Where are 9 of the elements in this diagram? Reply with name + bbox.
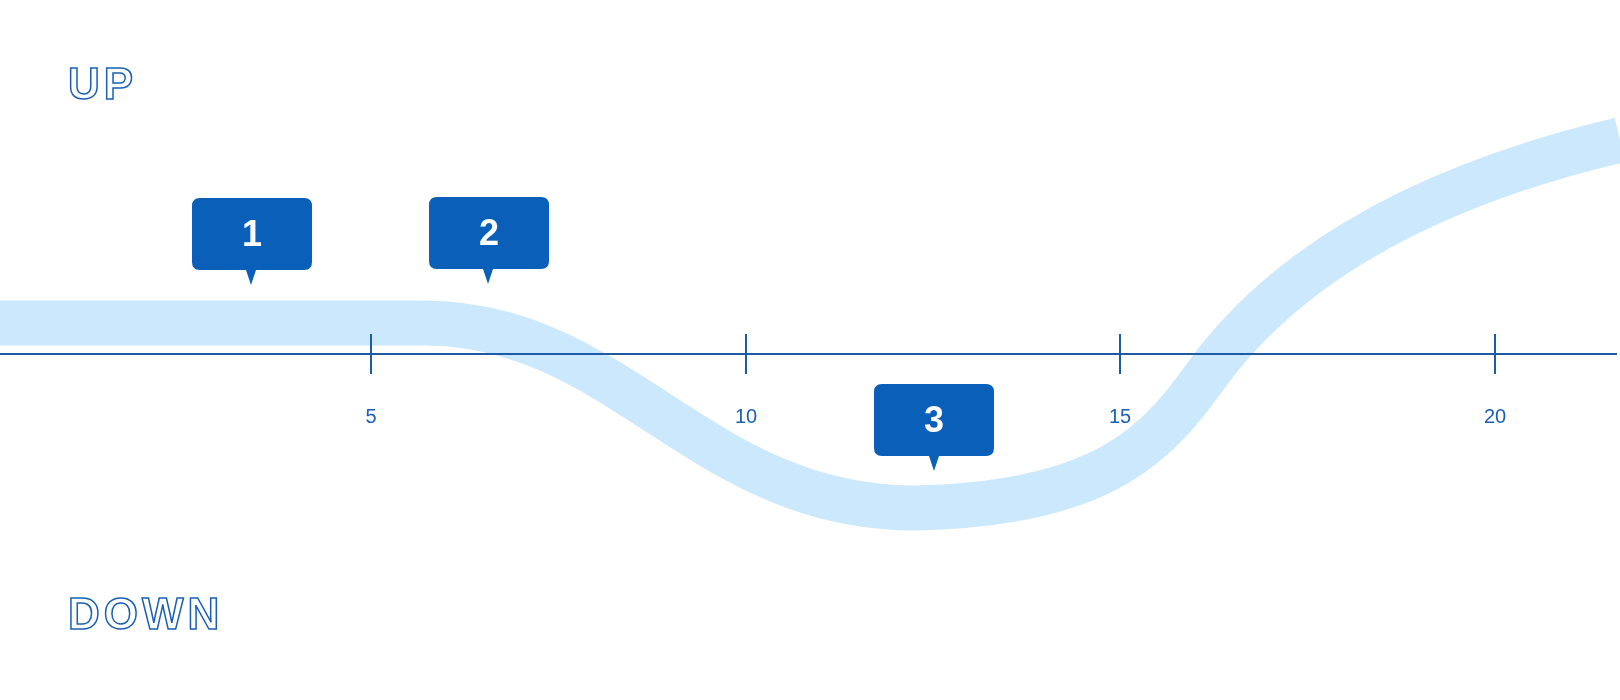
callout-bubble: 1	[192, 198, 312, 285]
callout-bubble: 3	[874, 384, 994, 471]
tick-label: 20	[1483, 404, 1507, 429]
callout-bubble: 2	[429, 197, 549, 284]
tick-label: 10	[734, 404, 758, 429]
direction-label: UP	[68, 62, 138, 106]
direction-label: DOWN	[68, 592, 224, 636]
tick-label: 15	[1108, 404, 1132, 429]
tick-label: 5	[365, 404, 377, 429]
